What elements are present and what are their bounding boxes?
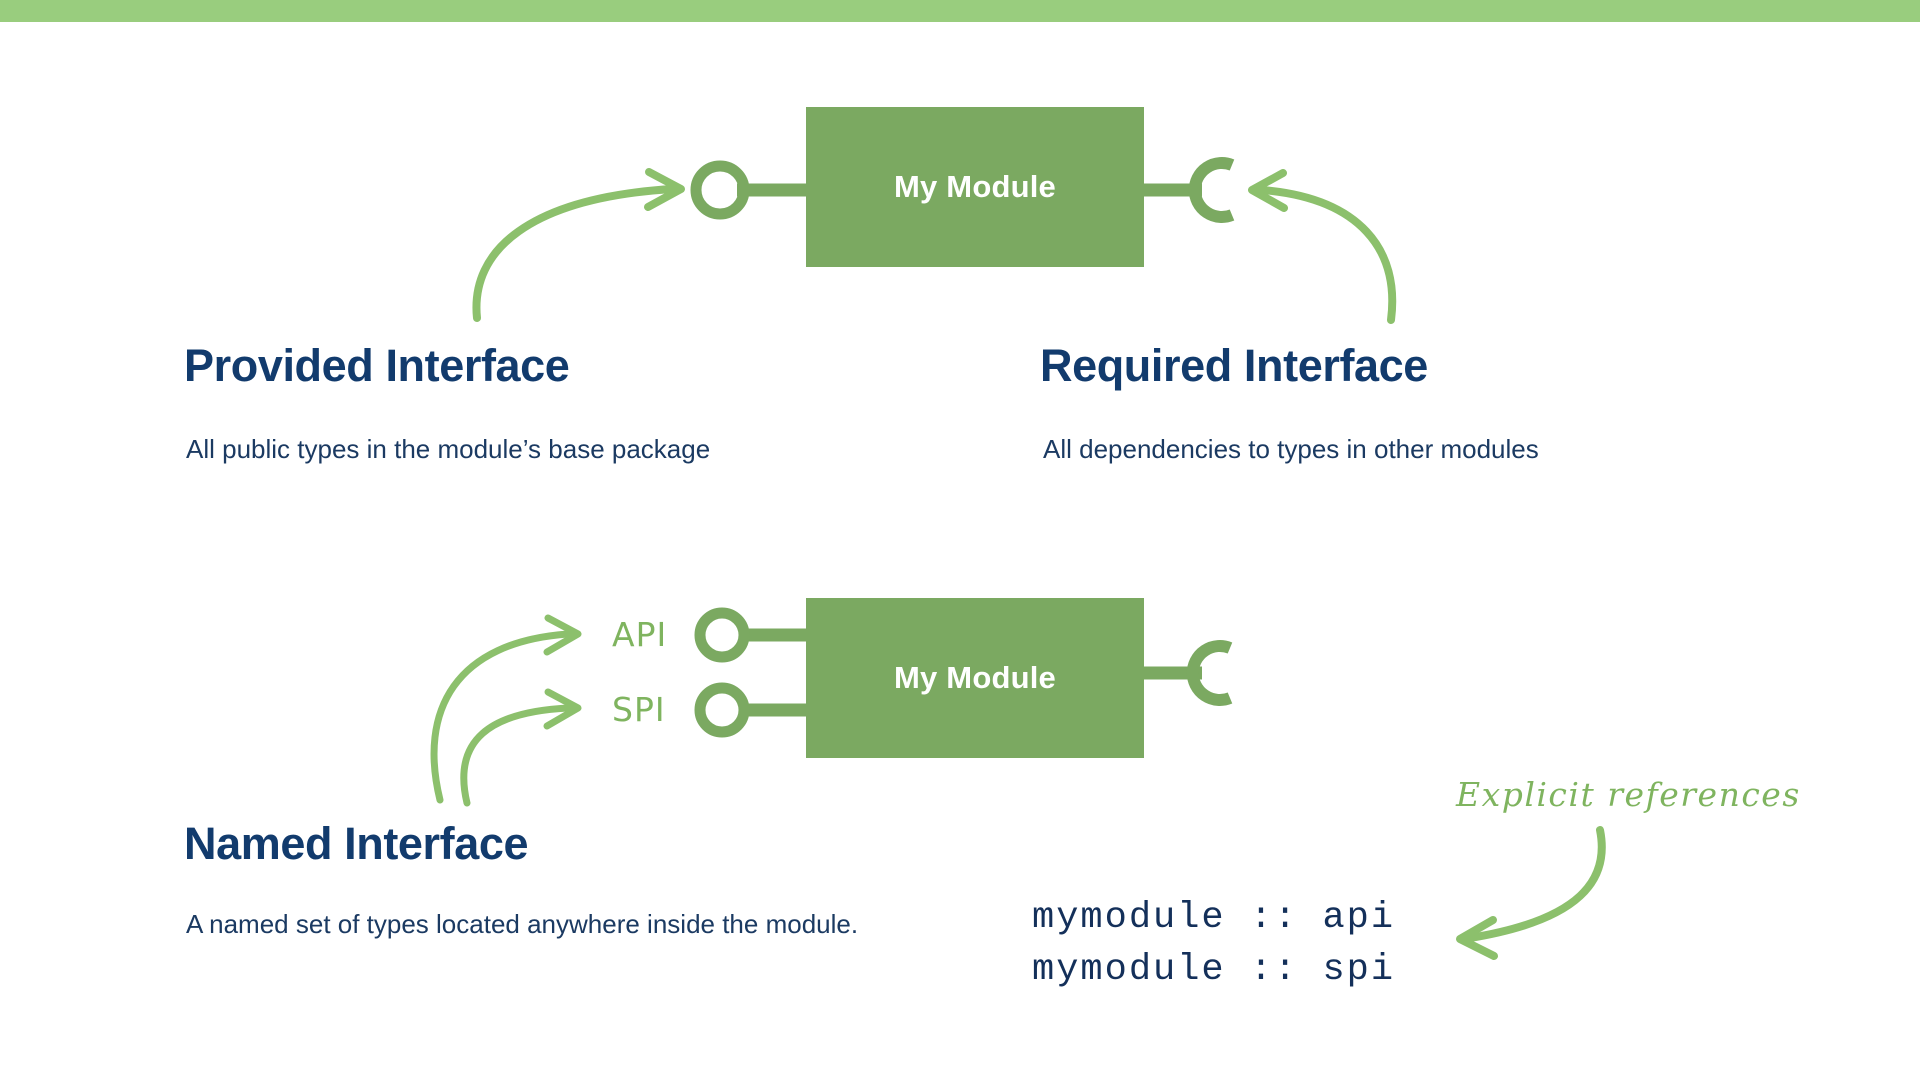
port-label-api: API <box>612 615 668 654</box>
body-provided-interface: All public types in the module’s base pa… <box>186 434 711 464</box>
required-interface-port <box>1140 157 1235 223</box>
heading-required-interface: Required Interface <box>1040 340 1428 391</box>
diagram-top-graphics <box>472 157 1397 324</box>
heading-named-interface: Named Interface <box>184 818 529 869</box>
required-interface-arrow <box>1248 169 1397 324</box>
module-box-top-label: My Module <box>894 169 1056 204</box>
module-box-bottom-label: My Module <box>894 660 1056 695</box>
module-box-top: My Module <box>806 107 1144 267</box>
body-named-interface: A named set of types located anywhere in… <box>186 909 859 939</box>
top-accent-bar <box>0 0 1920 22</box>
module-box-bottom: My Module <box>806 598 1144 758</box>
provided-interface-arrow <box>472 168 685 322</box>
spi-arrow <box>460 688 582 807</box>
spi-interface-port <box>694 682 812 738</box>
code-block-named-interfaces: mymodule :: api mymodule :: spi <box>1032 897 1396 991</box>
explicit-references-arrow <box>1456 826 1606 960</box>
api-arrow <box>430 614 582 804</box>
port-label-spi: SPI <box>612 690 666 729</box>
diagram-bottom-graphics <box>430 607 1233 807</box>
api-interface-port <box>694 607 812 663</box>
body-required-interface: All dependencies to types in other modul… <box>1043 434 1539 464</box>
provided-interface-port <box>690 160 812 220</box>
required-interface-port-bottom <box>1140 640 1233 706</box>
heading-provided-interface: Provided Interface <box>184 340 570 391</box>
annotation-explicit-references: Explicit references <box>1456 775 1801 814</box>
